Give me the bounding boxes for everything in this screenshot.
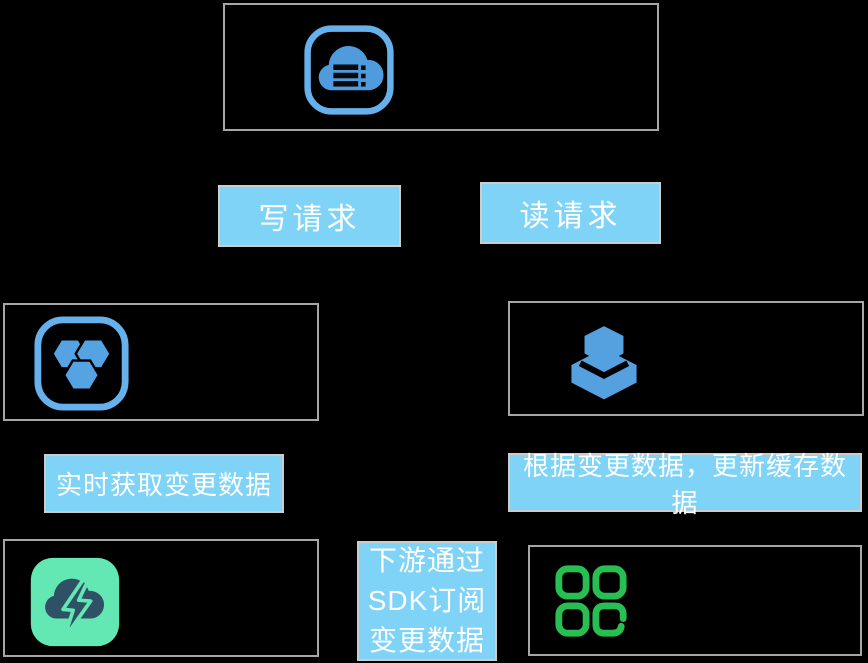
node-apps-service bbox=[528, 545, 862, 656]
node-subscriber-service bbox=[3, 539, 319, 657]
sdk-subscribe-line1: 下游通过 bbox=[368, 545, 485, 576]
read-request-text: 读请求 bbox=[519, 200, 622, 233]
write-request-label: 写请求 bbox=[218, 185, 401, 247]
node-source-service bbox=[3, 303, 319, 421]
sdk-subscribe-label: 下游通过 SDK订阅 变更数据 bbox=[357, 541, 497, 661]
node-cache-service bbox=[508, 301, 864, 416]
node-cloud-database bbox=[223, 3, 659, 131]
realtime-fetch-text: 实时获取变更数据 bbox=[55, 470, 272, 500]
write-request-text: 写请求 bbox=[258, 203, 361, 236]
read-request-label: 读请求 bbox=[480, 182, 661, 244]
cloud-lightning-icon bbox=[29, 556, 121, 648]
app-grid-icon bbox=[552, 562, 630, 640]
stacked-cubes-icon bbox=[558, 321, 650, 409]
sdk-subscribe-line3: 变更数据 bbox=[368, 625, 485, 656]
realtime-fetch-label: 实时获取变更数据 bbox=[44, 454, 284, 513]
update-cache-text: 根据变更数据，更新缓存数据 bbox=[522, 450, 847, 518]
hexagon-cluster-icon bbox=[33, 315, 130, 412]
cloud-database-icon bbox=[303, 24, 395, 116]
sdk-subscribe-line2: SDK订阅 bbox=[367, 585, 487, 616]
update-cache-label: 根据变更数据，更新缓存数据 bbox=[508, 451, 862, 518]
